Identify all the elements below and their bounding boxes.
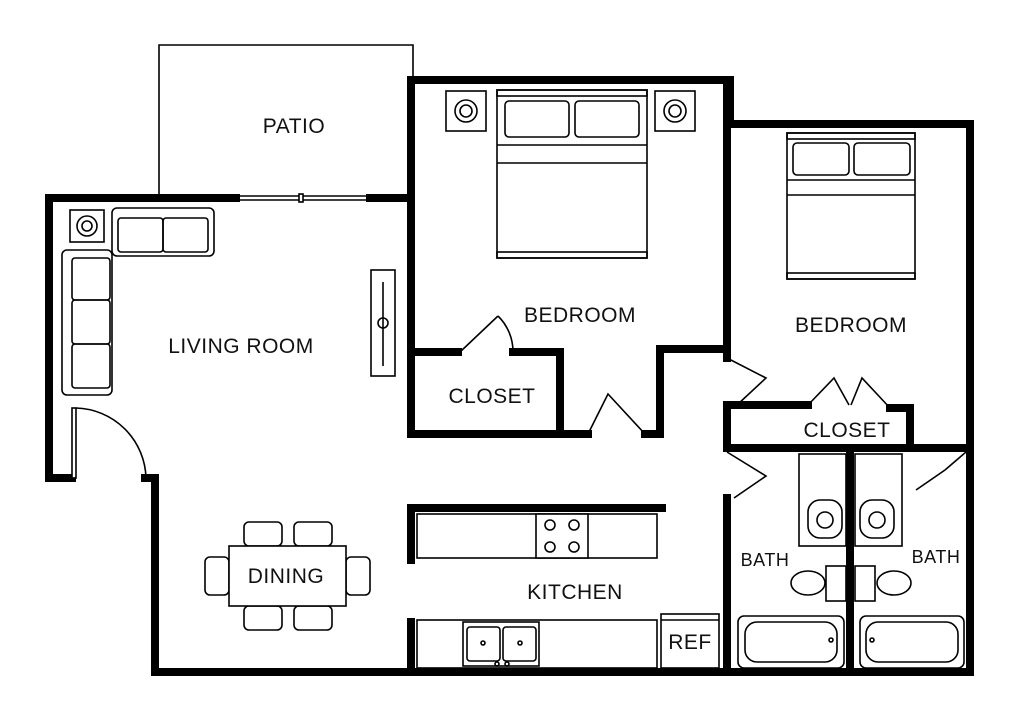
kitchen-label: KITCHEN — [527, 581, 623, 604]
bedroom-2-furniture — [786, 132, 916, 280]
living-furniture — [61, 207, 396, 396]
bedroom-1-label: BEDROOM — [524, 304, 636, 327]
closet-1-label: CLOSET — [448, 385, 535, 408]
bedroom-2-door — [726, 357, 768, 406]
bath-1-fixtures — [737, 453, 847, 669]
sliding-door — [236, 193, 370, 203]
dining-furniture — [204, 521, 371, 631]
bath-2-door — [915, 451, 967, 491]
walls — [45, 76, 974, 676]
bedroom-1-furniture — [445, 89, 696, 259]
entry-door — [71, 407, 147, 479]
bedroom-1-door — [587, 392, 646, 435]
closet-1-door — [459, 315, 514, 353]
kitchen-fixtures — [416, 513, 720, 669]
bath-2-label: BATH — [912, 547, 961, 567]
bath-2-fixtures — [854, 453, 965, 669]
closet-2-label: CLOSET — [803, 419, 890, 442]
patio-label: PATIO — [263, 115, 325, 138]
dining-label: DINING — [248, 565, 325, 588]
closet-2-doors — [807, 376, 891, 409]
ref-label: REF — [668, 631, 712, 654]
room-labels: PATIO LIVING ROOM BEDROOM CLOSET BEDROOM… — [168, 115, 960, 654]
patio-outline — [158, 44, 414, 195]
living-room-label: LIVING ROOM — [168, 335, 314, 358]
bedroom-2-label: BEDROOM — [795, 314, 907, 337]
bath-1-door — [726, 451, 768, 499]
bath-1-label: BATH — [741, 550, 790, 570]
